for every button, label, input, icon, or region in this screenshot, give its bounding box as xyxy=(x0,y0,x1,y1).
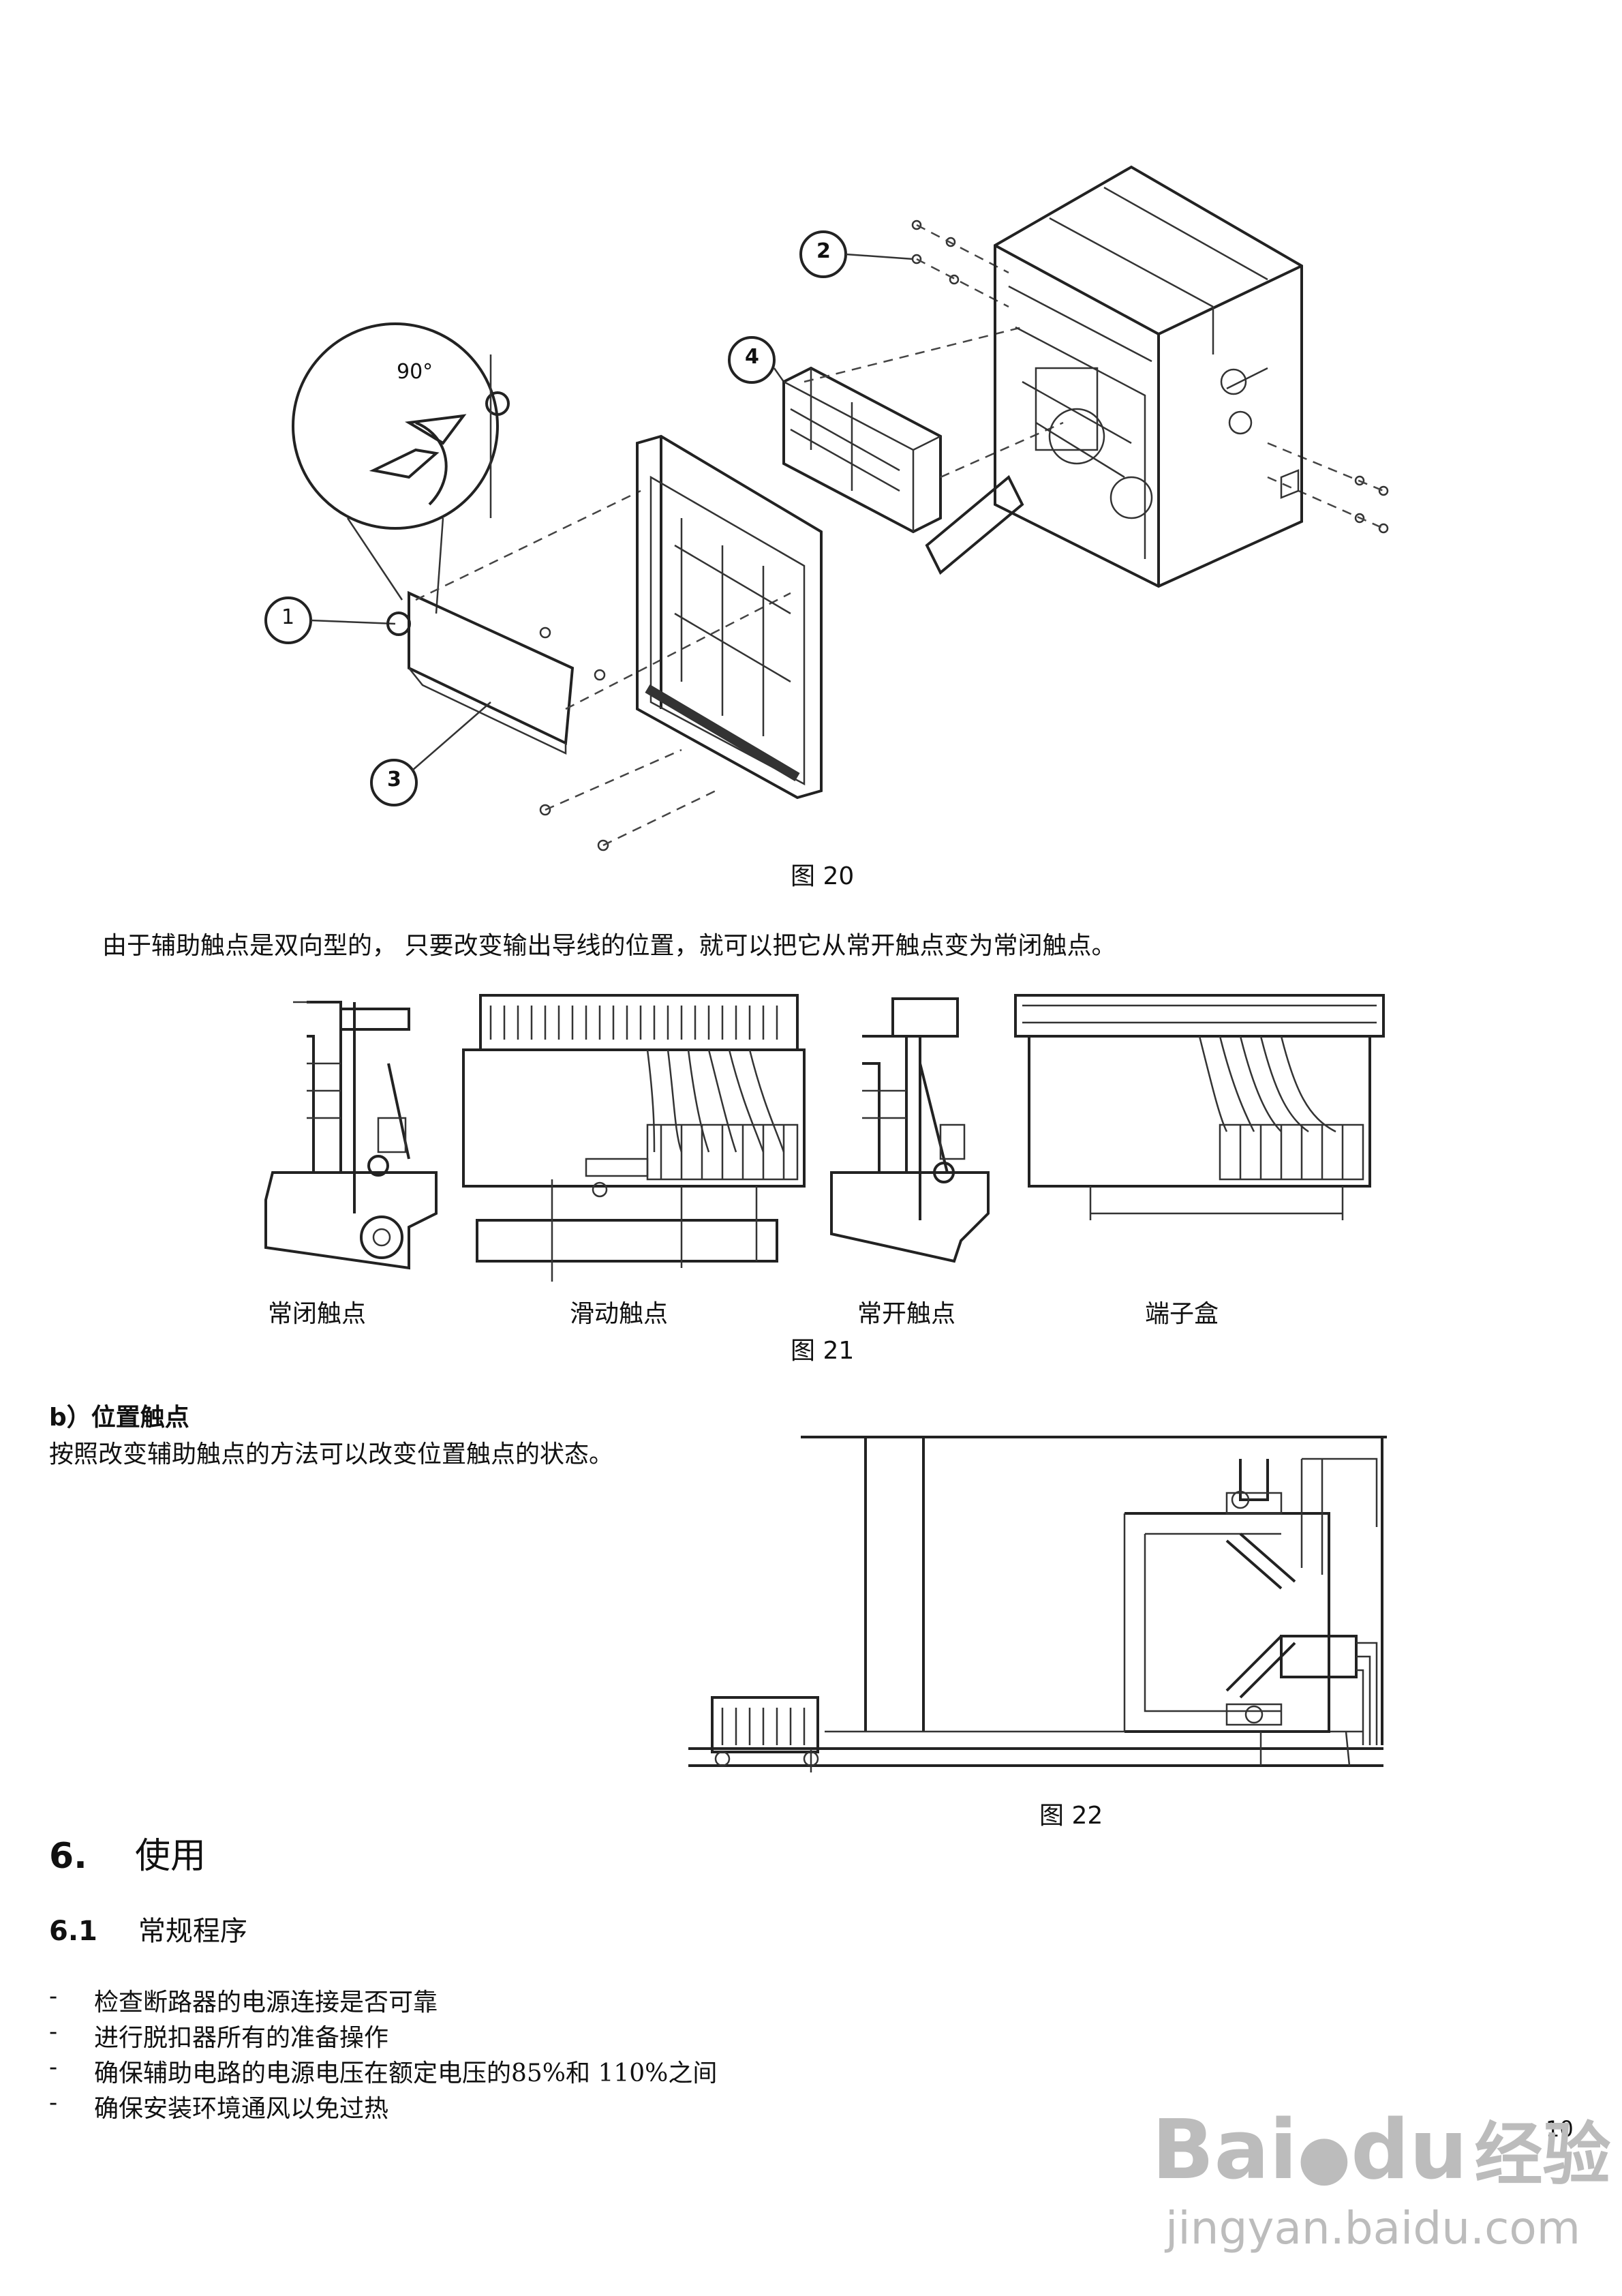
list-item: -确保辅助电路的电源电压在额定电压的85%和 110%之间 xyxy=(49,2053,718,2087)
section-61-heading: 6.1 常规程序 xyxy=(49,1909,247,1948)
figure-20-caption: 图 20 xyxy=(791,862,855,890)
list-item: -确保安装环境通风以免过热 xyxy=(49,2089,389,2123)
section-61-title: 常规程序 xyxy=(138,1916,247,1947)
watermark-cn: 经验 xyxy=(1474,2115,1611,2194)
list-item: -检查断路器的电源连接是否可靠 xyxy=(49,1982,438,2016)
callout-1-label: 1 xyxy=(281,605,295,629)
fig21-label-nc: 常闭触点 xyxy=(268,1300,367,1328)
section-b-title: b）位置触点 xyxy=(49,1404,189,1432)
section-6-heading: 6. 使用 xyxy=(49,1827,206,1878)
paw-icon: ● xyxy=(1297,2121,1351,2193)
callout-4 xyxy=(728,336,776,384)
fig21-label-sliding: 滑动触点 xyxy=(570,1300,669,1328)
figure-21-caption: 图 21 xyxy=(791,1337,855,1365)
paragraph-aux-contact: 由于辅助触点是双向型的， 只要改变输出导线的位置，就可以把它从常开触点变为常闭触… xyxy=(102,932,1116,960)
fig21-label-no: 常开触点 xyxy=(857,1300,956,1328)
magnifier-circle xyxy=(292,322,499,530)
section-b-text: 按照改变辅助触点的方法可以改变位置触点的状态。 xyxy=(49,1440,614,1468)
section-6-number: 6. xyxy=(49,1836,87,1877)
procedure-list: -检查断路器的电源连接是否可靠 -进行脱扣器所有的准备操作 -确保辅助电路的电源… xyxy=(49,1982,717,2124)
figure-22-caption: 图 22 xyxy=(1039,1802,1103,1830)
callout-3-label: 3 xyxy=(387,768,401,791)
watermark-url: jingyan.baidu.com xyxy=(1165,2202,1581,2254)
watermark-brand2: du xyxy=(1351,2103,1468,2198)
callout-3 xyxy=(370,759,418,806)
page-number: 10 xyxy=(1546,2116,1574,2142)
list-item: -进行脱扣器所有的准备操作 xyxy=(49,2018,389,2052)
section-61-number: 6.1 xyxy=(49,1916,97,1947)
fig21-label-terminal: 端子盒 xyxy=(1145,1300,1219,1328)
watermark-brand: Bai xyxy=(1152,2103,1298,2198)
figure-20-angle-label: 90° xyxy=(397,360,433,384)
callout-4-label: 4 xyxy=(745,345,759,369)
callout-2-label: 2 xyxy=(816,239,831,263)
section-6-title: 使用 xyxy=(134,1836,206,1877)
